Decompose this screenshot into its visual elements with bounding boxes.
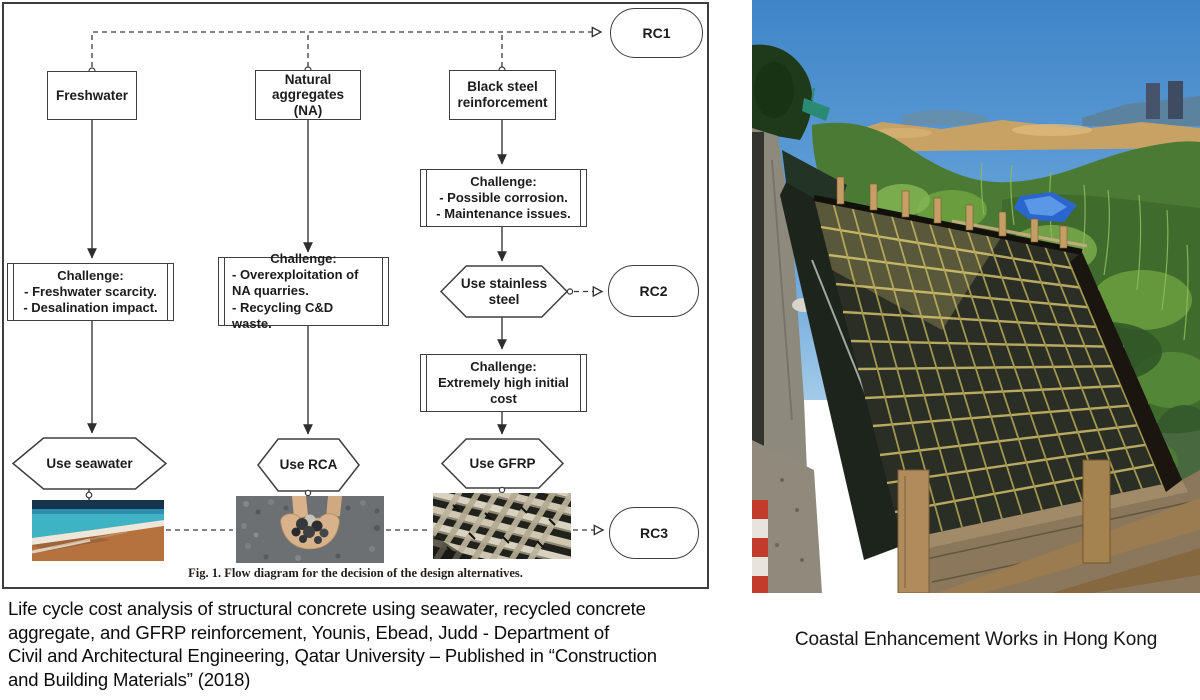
fig-caption-text: Flow diagram for the decision of the des… [224, 566, 523, 580]
bottom-left-ground [752, 440, 822, 593]
challenge-item: - Maintenance issues. [436, 206, 571, 222]
rc1-terminator: RC1 [610, 8, 703, 58]
left-caption: Life cycle cost analysis of structural c… [8, 597, 657, 691]
aggregates-challenge-box: Challenge: - Overexploitation of NA quar… [218, 251, 389, 331]
wood-supports [897, 459, 1200, 593]
stone-pile [291, 514, 329, 544]
challenge-title: Challenge: [270, 251, 337, 267]
rc3-terminator: RC3 [609, 507, 699, 559]
challenge-item: - Desalination impact. [23, 300, 158, 316]
caption-line: and Building Materials” (2018) [8, 668, 251, 690]
caption-line: Civil and Architectural Engineering, Qat… [8, 645, 657, 666]
black-steel-source-box: Black steel reinforcement [449, 70, 556, 120]
blue-tarp [1014, 192, 1077, 222]
rebar-mesh [813, 195, 1182, 540]
challenge-title: Challenge: [470, 358, 537, 374]
freshwater-challenge-box: Challenge: - Freshwater scarcity. - Desa… [7, 263, 174, 321]
left-trees [752, 44, 813, 140]
natural-aggregates-source-label: Natural aggregates (NA) [271, 71, 345, 118]
bottom-wood-planks [902, 470, 1200, 593]
challenge-item: Extremely high initial cost [438, 374, 569, 407]
right-caption: Coastal Enhancement Works in Hong Kong [794, 629, 1158, 650]
black-steel-source-label: Black steel reinforcement [457, 79, 548, 110]
city-towers-silhouette [1146, 81, 1183, 119]
use-gfrp-decision: Use GFRP [469, 455, 536, 471]
challenge-item: - Freshwater scarcity. [24, 283, 157, 299]
natural-aggregates-source-box: Natural aggregates (NA) [255, 70, 361, 120]
caption-line: Life cycle cost analysis of structural c… [8, 598, 646, 619]
use-rca-decision: Use RCA [279, 457, 338, 473]
crane [802, 87, 830, 121]
fig-caption: Fig. 1. Flow diagram for the decision of… [4, 566, 707, 581]
challenge-item: - Possible corrosion. [439, 189, 568, 205]
freshwater-source-box: Freshwater [47, 71, 137, 120]
freshwater-source-label: Freshwater [55, 87, 129, 103]
challenge-title: Challenge: [470, 173, 537, 189]
recycled-aggregate-photo [236, 496, 384, 563]
fig-caption-label: Fig. 1. [188, 566, 222, 580]
coastal-works-photo [752, 0, 1200, 593]
rc2-terminator: RC2 [608, 265, 699, 317]
seawater-beach-photo [32, 500, 164, 561]
caption-line: aggregate, and GFRP reinforcement, Youni… [8, 621, 610, 643]
formwork-stakes [836, 176, 1088, 249]
use-seawater-decision: Use seawater [46, 455, 133, 471]
challenge-item: - Recycling C&D waste. [232, 299, 334, 331]
cost-challenge-box: Challenge: Extremely high initial cost [420, 354, 587, 412]
gfrp-grid-photo [433, 493, 571, 559]
use-stainless-steel-decision: Use stainless steel [460, 276, 548, 307]
corrosion-challenge-box: Challenge: - Possible corrosion. - Maint… [420, 169, 587, 227]
red-white-marker-pole [752, 500, 768, 593]
challenge-item: - Overexploitation of NA quarries. [232, 267, 359, 299]
challenge-title: Challenge: [57, 267, 124, 283]
excavated-sand-band [837, 120, 1200, 152]
flow-diagram-panel: Freshwater Natural aggregates (NA) Black… [2, 2, 709, 589]
